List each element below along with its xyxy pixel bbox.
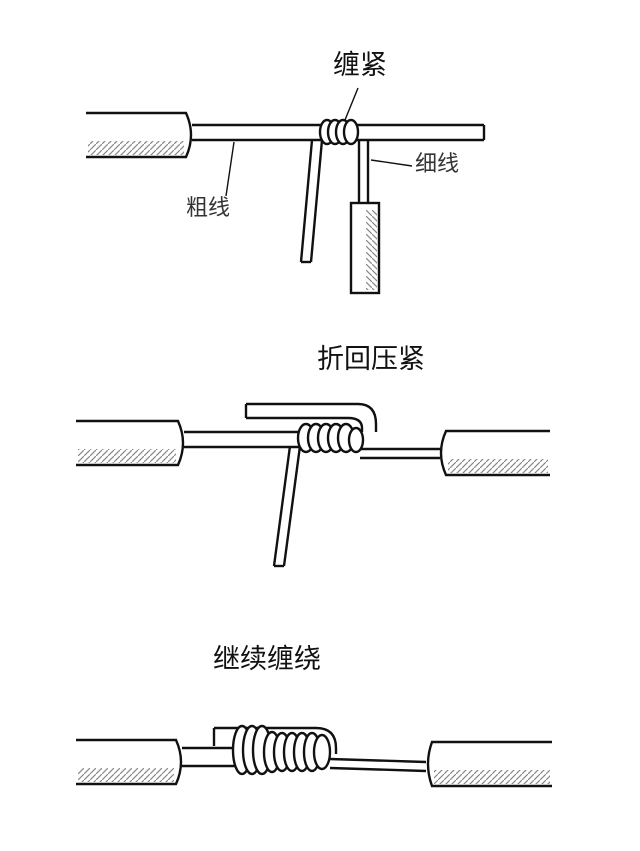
left-insulation	[76, 419, 185, 467]
thin-wire-right	[360, 447, 440, 460]
thick-wire-insulation	[86, 111, 193, 159]
coil	[296, 422, 365, 454]
step1-title: 缠紧	[333, 50, 387, 81]
right-insulation	[439, 429, 550, 477]
step2-diagram	[76, 402, 550, 568]
thin-wire-insulation	[349, 201, 381, 295]
leader-line-cuxian	[225, 141, 235, 197]
step3-title: 继续缠绕	[213, 644, 321, 675]
left-core	[184, 430, 304, 449]
wire-tail	[272, 445, 302, 568]
folded-back-wire	[244, 402, 378, 432]
thick-wire-label: 粗线	[186, 196, 231, 221]
coil	[318, 118, 360, 146]
folded-back-wire	[212, 726, 338, 754]
right-insulation	[426, 740, 552, 788]
leader-line-xixian	[370, 159, 413, 167]
step3-diagram	[76, 724, 552, 788]
leader-line-chanjin	[344, 87, 359, 121]
coil	[231, 724, 332, 776]
step1-diagram	[86, 87, 486, 295]
thin-wire-tail	[299, 139, 324, 264]
thin-wire-right	[329, 757, 427, 773]
thin-wire-core	[357, 140, 370, 203]
left-core	[182, 746, 236, 768]
step2-title: 折回压紧	[317, 344, 425, 375]
thin-wire-label: 细线	[415, 152, 460, 177]
left-insulation	[76, 738, 183, 786]
